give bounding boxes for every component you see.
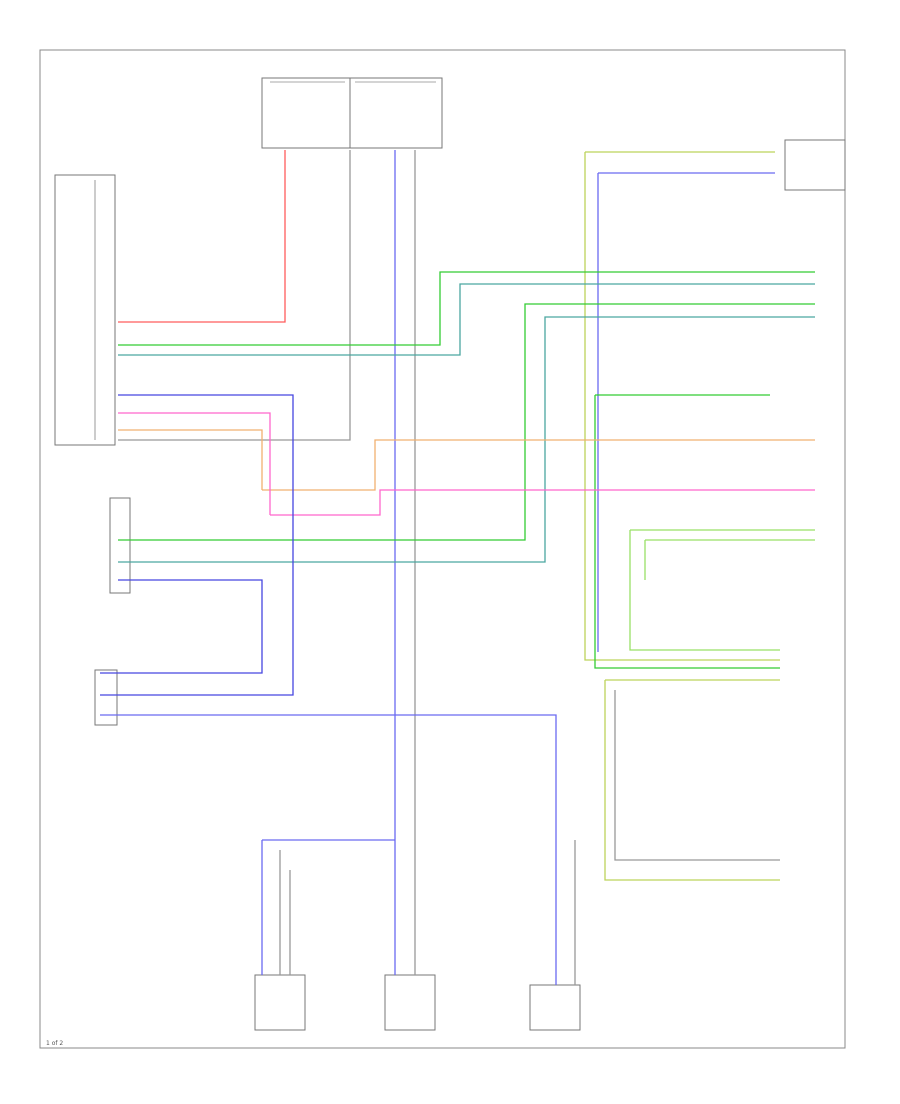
wire-dark-blue-loop bbox=[100, 394, 294, 696]
wire-blue-loop-2 bbox=[100, 579, 263, 674]
wire-pink-horizontal bbox=[118, 412, 815, 516]
wire-gray-fuse-drop bbox=[118, 150, 351, 441]
wire-teal-horizontal bbox=[118, 283, 815, 356]
wire-blue-bottom-left-drop bbox=[261, 839, 395, 975]
left-middle-module bbox=[109, 497, 131, 594]
fuse-box bbox=[261, 77, 443, 149]
wire-lime-right-b bbox=[644, 539, 815, 580]
bottom-connectors bbox=[254, 974, 581, 1031]
bottom-left-module bbox=[94, 669, 118, 726]
wire-orange-horizontal bbox=[118, 429, 815, 491]
wire-red-vertical bbox=[118, 150, 286, 323]
wire-yellow-green-lower bbox=[604, 679, 780, 881]
diagram-frame bbox=[39, 49, 846, 1049]
page-tag: 1 of 2 bbox=[46, 1040, 63, 1047]
wire-lime-right-a bbox=[629, 529, 815, 651]
left-connector-block bbox=[54, 174, 116, 446]
wire-gray-lower-right bbox=[614, 690, 780, 861]
wire-green-right-col bbox=[594, 394, 780, 669]
wire-blue-bottom-horizontal bbox=[100, 714, 557, 985]
wire-gray-bottom-left-stub bbox=[279, 850, 291, 975]
wire-yellow-green-top bbox=[584, 151, 780, 661]
right-connector-stubs bbox=[784, 139, 846, 191]
wire-blue-top-right bbox=[597, 172, 775, 652]
wire-group bbox=[100, 150, 815, 985]
wire-green-horizontal-1 bbox=[118, 271, 815, 346]
wire-green-horizontal-2 bbox=[118, 303, 815, 541]
